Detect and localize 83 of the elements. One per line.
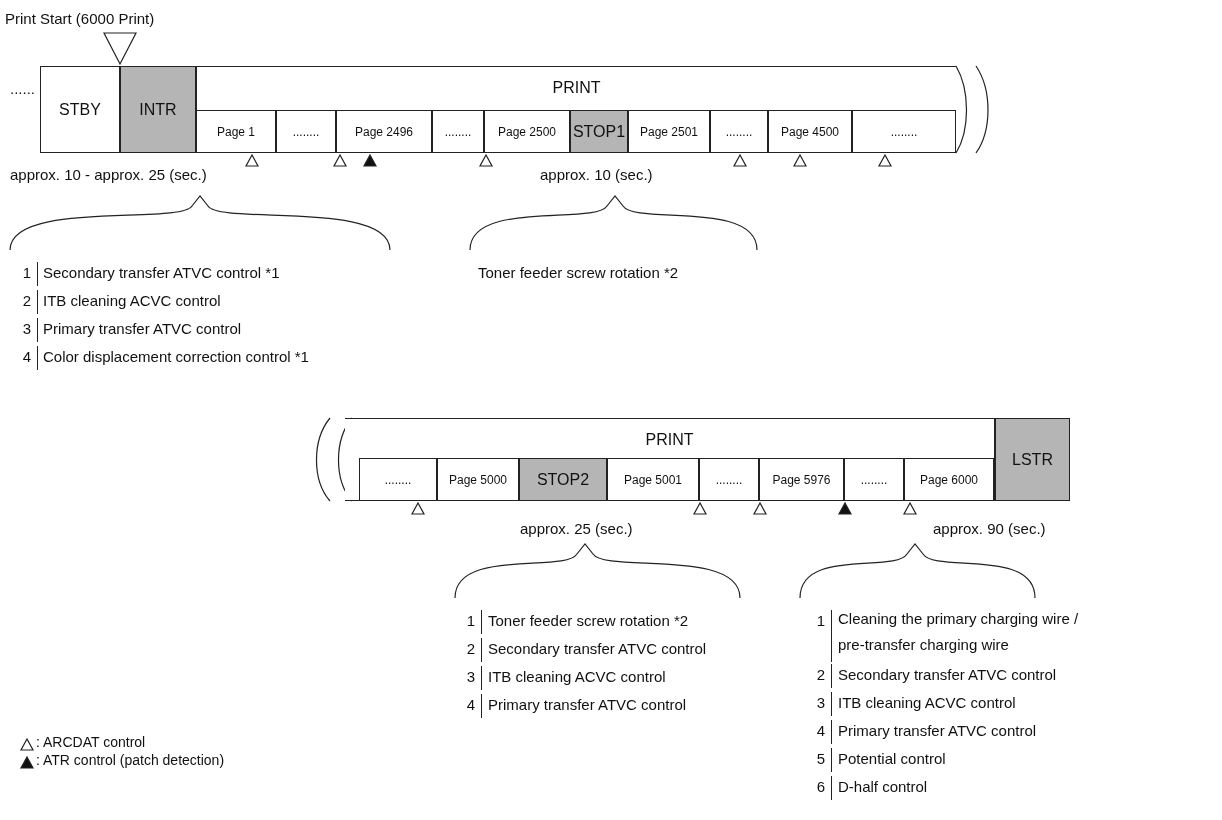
cell-text: Page 2501 xyxy=(639,124,699,139)
state-box xyxy=(995,418,1070,501)
time-note: approx. 25 (sec.) xyxy=(520,519,633,539)
list-item: Toner feeder screw rotation *2 xyxy=(478,263,679,283)
list-item: Color displacement correction control *1 xyxy=(43,347,309,367)
stop-cell xyxy=(570,110,628,153)
stop-cell xyxy=(519,458,607,501)
print-start-label: Print Start (6000 Print) xyxy=(5,9,155,29)
list-number: 2 xyxy=(458,638,482,662)
list-item: D-half control xyxy=(838,777,928,797)
cell-text: Page 5001 xyxy=(623,472,683,487)
list-item: ITB cleaning ACVC control xyxy=(43,291,221,311)
legend-text: : ARCDAT control xyxy=(36,734,146,750)
page-cell xyxy=(196,110,276,153)
band-title: PRINT xyxy=(645,431,694,449)
cell-text: ........ xyxy=(384,472,412,487)
list-number: 4 xyxy=(14,346,38,370)
list-item: Secondary transfer ATVC control *1 xyxy=(43,263,280,283)
page-cell xyxy=(437,458,519,501)
cell-text: STBY xyxy=(59,100,101,119)
ellipsis-text: ...... xyxy=(10,79,35,99)
list-number: 6 xyxy=(808,776,832,800)
cell-text: ........ xyxy=(860,472,888,487)
list-item: Secondary transfer ATVC control xyxy=(838,665,1057,685)
cell-text: Page 2500 xyxy=(497,124,557,139)
ellipsis-cell xyxy=(852,110,956,153)
band-title: PRINT xyxy=(552,79,601,97)
list-number: 4 xyxy=(808,720,832,744)
print-band xyxy=(196,66,956,153)
cell-text: ........ xyxy=(444,124,472,139)
print-band xyxy=(345,418,995,501)
ellipsis-cell xyxy=(699,458,759,501)
list-item: Toner feeder screw rotation *2 xyxy=(488,611,689,631)
ellipsis-cell xyxy=(276,110,336,153)
list-number: 1 xyxy=(14,262,38,286)
list-number: 2 xyxy=(808,664,832,688)
cell-text: ........ xyxy=(292,124,320,139)
list-item: Secondary transfer ATVC control xyxy=(488,639,707,659)
cell-text: Page 1 xyxy=(216,124,255,139)
list-number: 5 xyxy=(808,748,832,772)
list-number: 1 xyxy=(808,610,832,662)
list-item: Primary transfer ATVC control xyxy=(838,721,1037,741)
list-number: 2 xyxy=(14,290,38,314)
page-cell xyxy=(607,458,699,501)
page-cell xyxy=(768,110,852,153)
cell-text: Page 4500 xyxy=(780,124,840,139)
cell-text: ........ xyxy=(715,472,743,487)
ellipsis-cell xyxy=(844,458,904,501)
ellipsis-cell xyxy=(432,110,484,153)
list-item: Primary transfer ATVC control xyxy=(43,319,242,339)
list-number: 3 xyxy=(458,666,482,690)
cell-text: ........ xyxy=(725,124,753,139)
page-cell xyxy=(484,110,570,153)
cell-text: INTR xyxy=(139,100,177,119)
state-box xyxy=(120,66,196,153)
list-item: ITB cleaning ACVC control xyxy=(488,667,666,687)
state-box xyxy=(40,66,120,153)
list-item: Cleaning the primary charging wire / pre-transfer charging wire xyxy=(838,609,1080,655)
cell-text: ........ xyxy=(890,124,918,139)
page-cell xyxy=(904,458,994,501)
ellipsis-cell xyxy=(710,110,768,153)
list-item: Primary transfer ATVC control xyxy=(488,695,687,715)
cell-text: Page 6000 xyxy=(919,472,979,487)
cell-text: Page 2496 xyxy=(354,124,414,139)
list-number: 3 xyxy=(14,318,38,342)
page-cell xyxy=(628,110,710,153)
cell-text: Page 5976 xyxy=(772,472,831,487)
cell-text: STOP2 xyxy=(536,470,590,489)
list-item: approx. 10 - approx. 25 (sec.) xyxy=(10,165,207,185)
list-number: 4 xyxy=(458,694,482,718)
list-item: ITB cleaning ACVC control xyxy=(838,693,1016,713)
list-item: Potential control xyxy=(838,749,946,769)
legend-text: : ATR control (patch detection) xyxy=(36,752,225,768)
time-note: approx. 10 (sec.) xyxy=(540,165,653,185)
cell-text: Page 5000 xyxy=(448,472,508,487)
list-number: 1 xyxy=(458,610,482,634)
ellipsis-cell xyxy=(359,458,437,501)
page-cell xyxy=(759,458,844,501)
time-note: approx. 90 (sec.) xyxy=(933,519,1046,539)
cell-text: LSTR xyxy=(1012,450,1053,469)
page-cell xyxy=(336,110,432,153)
list-number: 3 xyxy=(808,692,832,716)
cell-text: STOP1 xyxy=(572,122,626,141)
